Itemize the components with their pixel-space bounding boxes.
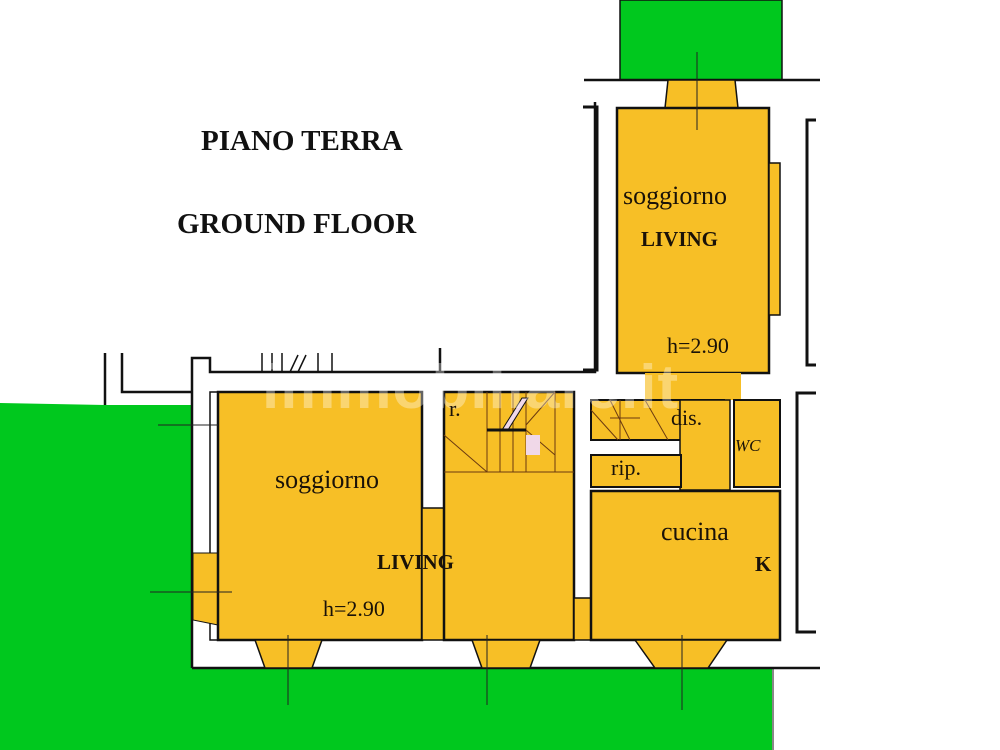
title-english: GROUND FLOOR [177, 208, 417, 240]
ceiling-height-north: h=2.90 [667, 333, 729, 358]
room-label-living-north: LIVING [641, 227, 719, 251]
room-label-soggiorno-west: soggiorno [275, 465, 379, 494]
room-living-north [615, 52, 781, 400]
room-label-wc: WC [735, 436, 761, 455]
room-service-block [590, 399, 781, 491]
exterior-brackets [583, 105, 816, 634]
watermark: immobiliare.it [262, 353, 680, 422]
garden-north [619, 0, 783, 81]
room-label-living-west: LIVING [377, 550, 455, 574]
room-label-soggiorno-north: soggiorno [623, 181, 727, 210]
room-label-kitchen: cucina [661, 517, 729, 546]
room-label-storage: rip. [611, 455, 641, 480]
ceiling-height-west: h=2.90 [323, 596, 385, 621]
title-italian: PIANO TERRA [201, 125, 403, 157]
room-kitchen [589, 489, 782, 710]
room-label-kitchen-en: K [755, 552, 772, 576]
room-living-west [150, 390, 445, 705]
room-label-closet: r. [449, 396, 461, 421]
fence-ticks [261, 353, 333, 373]
room-stair-living [442, 390, 592, 705]
room-label-hall: dis. [671, 405, 703, 430]
garden-west [0, 403, 772, 750]
